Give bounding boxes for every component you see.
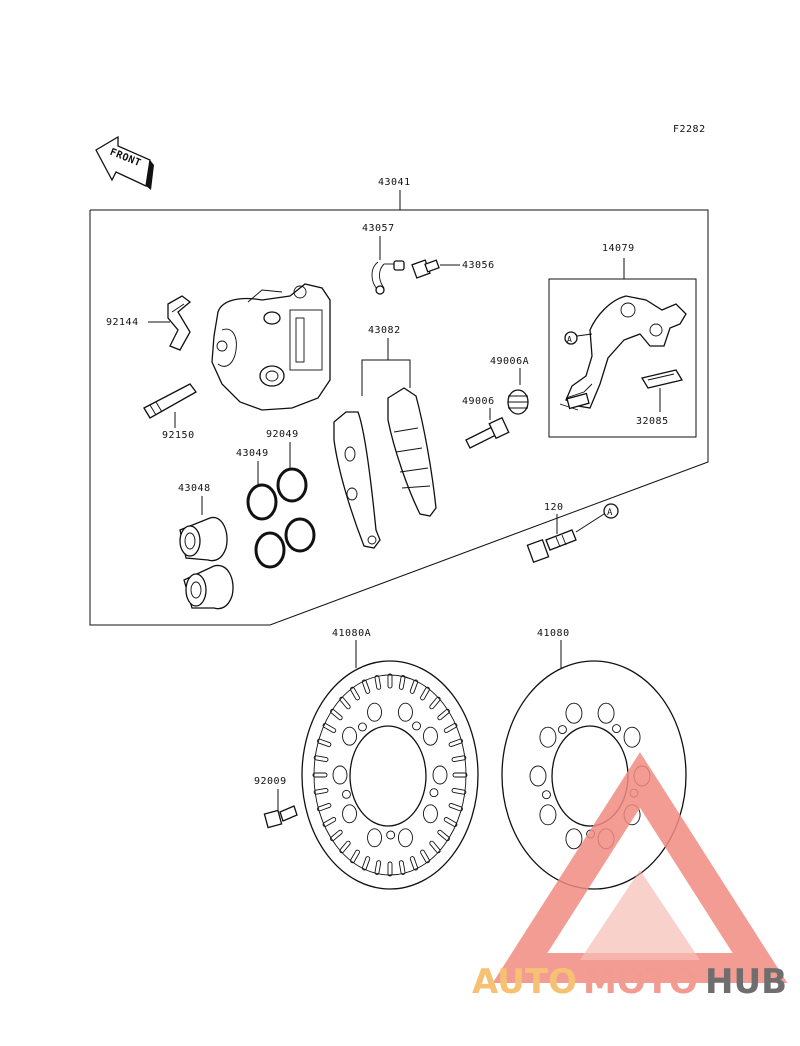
label-92144: 92144: [106, 317, 139, 328]
label-41080: 41080: [537, 628, 570, 639]
brake-disc-41080A: 41080A: [301, 628, 479, 890]
front-arrow-icon: FRONT: [95, 135, 154, 190]
label-92150: 92150: [162, 430, 195, 441]
brake-pads-43082: 43082: [333, 325, 437, 549]
watermark-logo: AUTO MOTO HUB: [472, 752, 788, 1002]
label-92009: 92009: [254, 776, 287, 787]
bleeder-cap-43057: 43057: [362, 223, 405, 295]
label-43056: 43056: [462, 260, 495, 271]
bolt-92009: 92009: [254, 776, 298, 829]
slide-pin-92150: 92150: [143, 383, 197, 441]
caliper-assembly-box: 43041: [89, 177, 709, 626]
label-43041: 43041: [378, 177, 411, 188]
pad-spring-92144: 92144: [106, 295, 192, 351]
label-49006A: 49006A: [490, 356, 529, 367]
label-49006: 49006: [462, 396, 495, 407]
label-92049: 92049: [266, 429, 299, 440]
boot-49006A: 49006A: [490, 356, 529, 415]
bolt-120: 120 A: [526, 502, 619, 564]
callout-a-bolt: A: [607, 508, 613, 518]
label-14079: 14079: [602, 243, 635, 254]
caliper-body: [211, 283, 331, 411]
bleeder-screw-43056: 43056: [411, 259, 495, 279]
watermark-hub: HUB: [705, 962, 787, 1002]
label-43082: 43082: [368, 325, 401, 336]
watermark-auto: AUTO: [472, 962, 577, 1002]
label-32085: 32085: [636, 416, 669, 427]
seals-92049: 92049: [266, 429, 316, 553]
label-41080A: 41080A: [332, 628, 371, 639]
bracket-box: 14079 A 32085: [548, 243, 697, 438]
label-43057: 43057: [362, 223, 395, 234]
brake-disc-41080: 41080: [501, 628, 687, 890]
watermark-moto: MOTO: [583, 962, 698, 1002]
pistons-43048: 43048: [178, 483, 234, 610]
label-43049: 43049: [236, 448, 269, 459]
label-120: 120: [544, 502, 564, 513]
callout-a-bracket: A: [567, 335, 572, 344]
bolt-49006: 49006: [462, 396, 510, 449]
seals-43049: 43049: [236, 448, 286, 569]
label-43048: 43048: [178, 483, 211, 494]
figure-code: F2282: [673, 124, 706, 135]
